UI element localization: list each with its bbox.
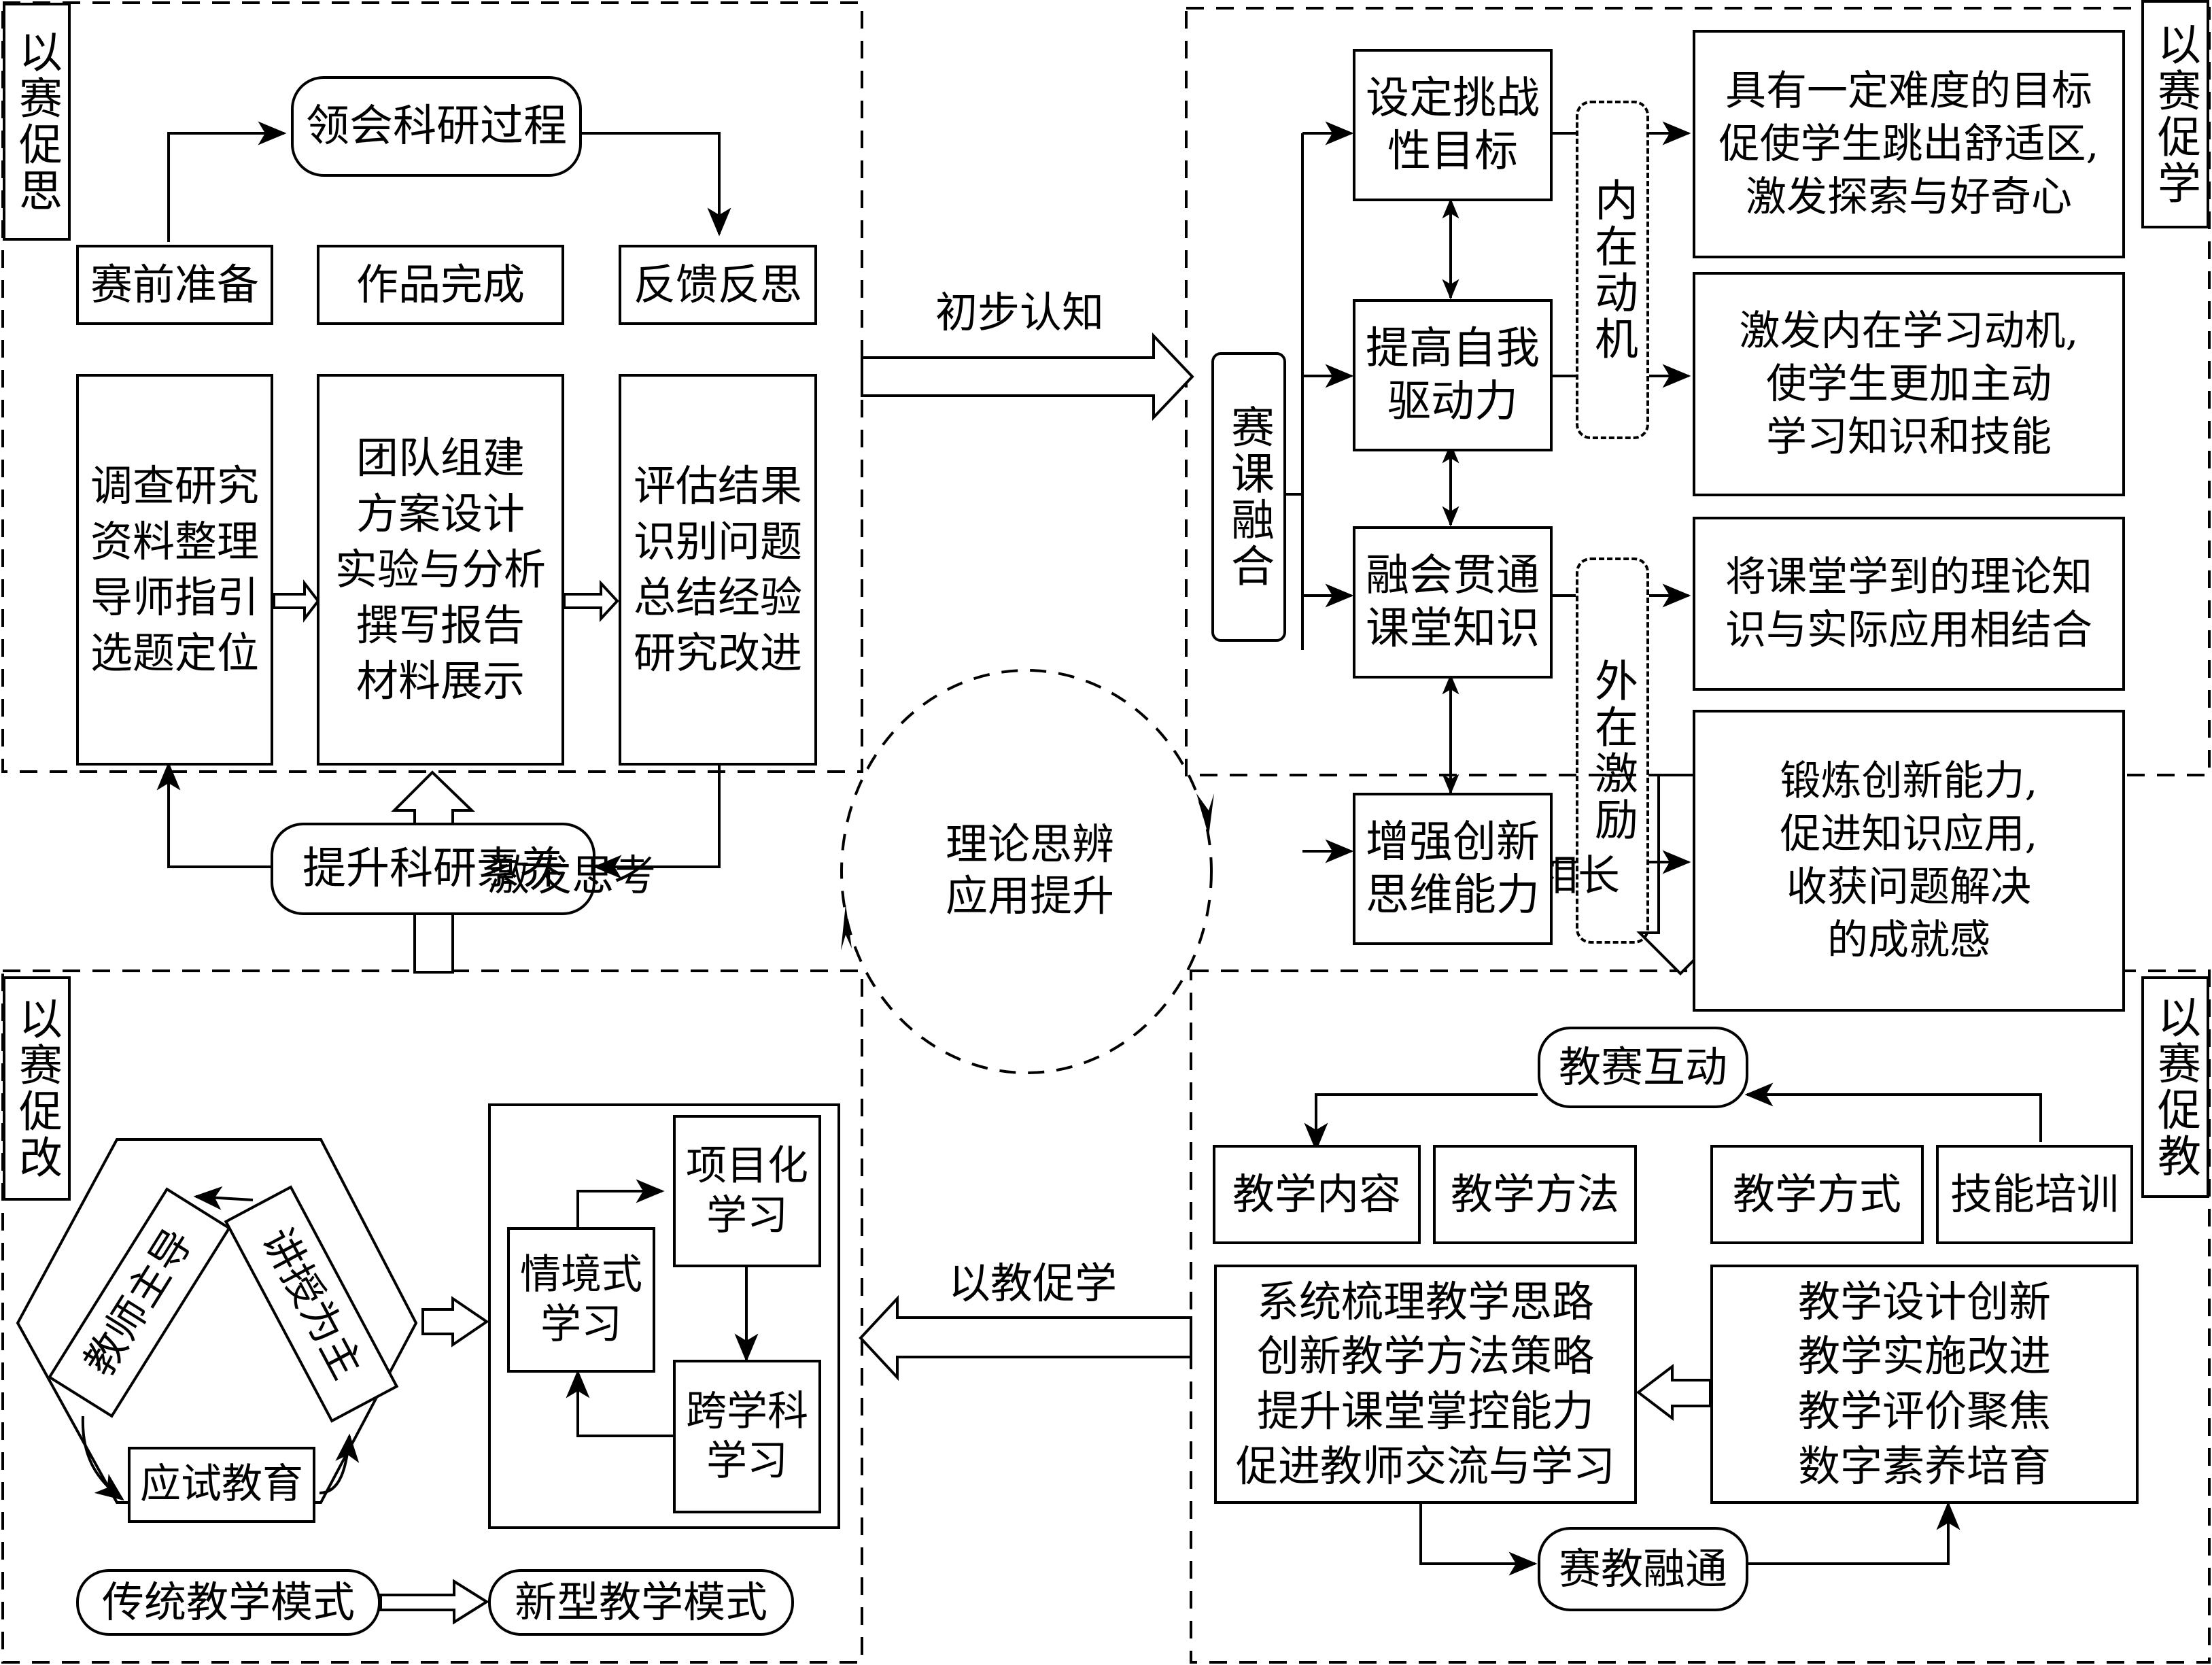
hexagon-to-new-mode-arrow — [421, 1296, 489, 1348]
tl-arrow-pill-to-feedback — [579, 132, 731, 237]
stage-content-prep: 调查研究 资料整理 导师指引 选题定位 — [76, 374, 273, 766]
outcome-theory-practice: 将课堂学到的理论知 识与实际应用相结合 — [1693, 517, 2125, 691]
aspect-teaching-format: 教学方式 — [1710, 1145, 1924, 1244]
stage-content-feedback: 评估结果 识别问题 总结经验 研究改进 — [619, 374, 817, 766]
aspect-teaching-method: 教学方法 — [1433, 1145, 1637, 1244]
stage-header-feedback: 反馈反思 — [619, 245, 817, 325]
mode-project-learning: 项目化 学习 — [673, 1115, 821, 1267]
goal-integrate-knowledge: 融会贯通 课堂知识 — [1353, 526, 1553, 679]
outcome-comfort-zone: 具有一定难度的目标 促使学生跳出舒适区, 激发探索与好奇心 — [1693, 30, 2125, 258]
pill-understand-research: 领会科研过程 — [291, 76, 582, 177]
aspect-teaching-content: 教学内容 — [1213, 1145, 1421, 1244]
stage-header-complete: 作品完成 — [317, 245, 564, 325]
group-intrinsic-motivation: 内在动机 — [1576, 101, 1649, 439]
traditional-hexagon — [16, 1138, 418, 1504]
outcome-intrinsic-motivation: 激发内在学习动机, 使学生更加主动 学习知识和技能 — [1693, 272, 2125, 496]
mode-transition-arrow — [379, 1579, 489, 1625]
outcomes-teacher-growth: 系统梳理教学思路 创新教学方法策略 提升课堂掌控能力 促进教师交流与学习 — [1214, 1265, 1637, 1504]
new-arrow-cross-to-context — [566, 1369, 673, 1437]
side-label-bottom-left: 以赛促改 — [3, 976, 71, 1201]
pill-compete-teach-fusion: 赛教融通 — [1538, 1527, 1748, 1611]
side-label-top-right: 以赛促学 — [2141, 0, 2209, 228]
tl-arrow-pill-to-research — [156, 761, 271, 868]
connector-label-teach-promote-learn: 以教促学 — [948, 1258, 1117, 1309]
connector-label-initial-cognition: 初步认知 — [935, 288, 1104, 338]
tl-arrow-feedback-to-pill — [593, 763, 721, 879]
pill-new-mode: 新型教学模式 — [488, 1569, 794, 1636]
side-label-bottom-right: 以赛促教 — [2141, 976, 2209, 1198]
mode-interdisciplinary-learning: 跨学科 学习 — [673, 1360, 821, 1513]
pill-improve-literacy: 提升科研素养 — [271, 823, 595, 915]
center-cycle-text: 理论思辨 应用提升 — [945, 819, 1114, 921]
new-arrow-context-to-project — [576, 1179, 665, 1227]
stage-header-prep: 赛前准备 — [76, 245, 273, 325]
stage-content-complete: 团队组建 方案设计 实验与分析 撰写报告 材料展示 — [317, 374, 564, 766]
tl-hollow-arrow-1 — [273, 579, 320, 623]
tr-trunk — [1286, 133, 1304, 650]
cycle-arrow-lecture-to-teacher — [193, 1186, 254, 1210]
outcome-achievement: 锻炼创新能力, 促进知识应用, 收获问题解决 的成就感 — [1693, 710, 2125, 1012]
group-extrinsic-incentive: 外在激励 — [1576, 557, 1649, 944]
new-mode-frame — [488, 1103, 840, 1529]
br-arrow-pill-to-content — [1304, 1093, 1538, 1152]
cycle-arrow-left-icon — [841, 904, 852, 950]
aspect-skill-training: 技能培训 — [1936, 1145, 2133, 1244]
goal-self-drive: 提高自我 驱动力 — [1353, 299, 1553, 451]
br-hollow-arrow-right-to-left — [1636, 1363, 1712, 1422]
goal-innovation: 增强创新 思维能力 — [1353, 793, 1553, 945]
connector-label-inspire-thinking: 激发思考 — [487, 851, 656, 901]
center-cycle — [840, 669, 1214, 1074]
tl-hollow-arrow-2 — [563, 579, 619, 623]
arrow-br-to-bl — [859, 1294, 1192, 1381]
tl-arrow-prep-to-pill — [167, 121, 287, 242]
br-arrow-pill-to-right — [1747, 1501, 1960, 1565]
cycle-arrow-right-icon — [1196, 793, 1214, 836]
pill-teach-compete-interaction: 教赛互动 — [1538, 1027, 1748, 1108]
quadrant-frame-top-right — [1185, 7, 2211, 776]
mode-contextual-learning: 情境式 学习 — [507, 1227, 655, 1373]
cycle-exam-oriented: 应试教育 — [128, 1447, 315, 1523]
br-arrow-skills-to-pill — [1744, 1082, 2042, 1142]
pill-traditional-mode: 传统教学模式 — [76, 1569, 381, 1636]
cycle-arrow-exam-to-lecture — [319, 1433, 360, 1494]
center-cycle-ring — [840, 669, 1213, 1074]
goal-challenging-target: 设定挑战 性目标 — [1353, 49, 1553, 201]
cycle-arrow-teacher-to-exam — [81, 1415, 124, 1501]
arrow-tl-to-tr — [861, 332, 1194, 422]
root-course-fusion: 赛课融合 — [1211, 352, 1286, 642]
outcomes-teaching-reform: 教学设计创新 教学实施改进 教学评价聚焦 数字素养培育 — [1710, 1265, 2139, 1504]
side-label-top-left: 以赛促思 — [3, 3, 71, 241]
br-arrow-left-to-pill — [1419, 1504, 1538, 1576]
